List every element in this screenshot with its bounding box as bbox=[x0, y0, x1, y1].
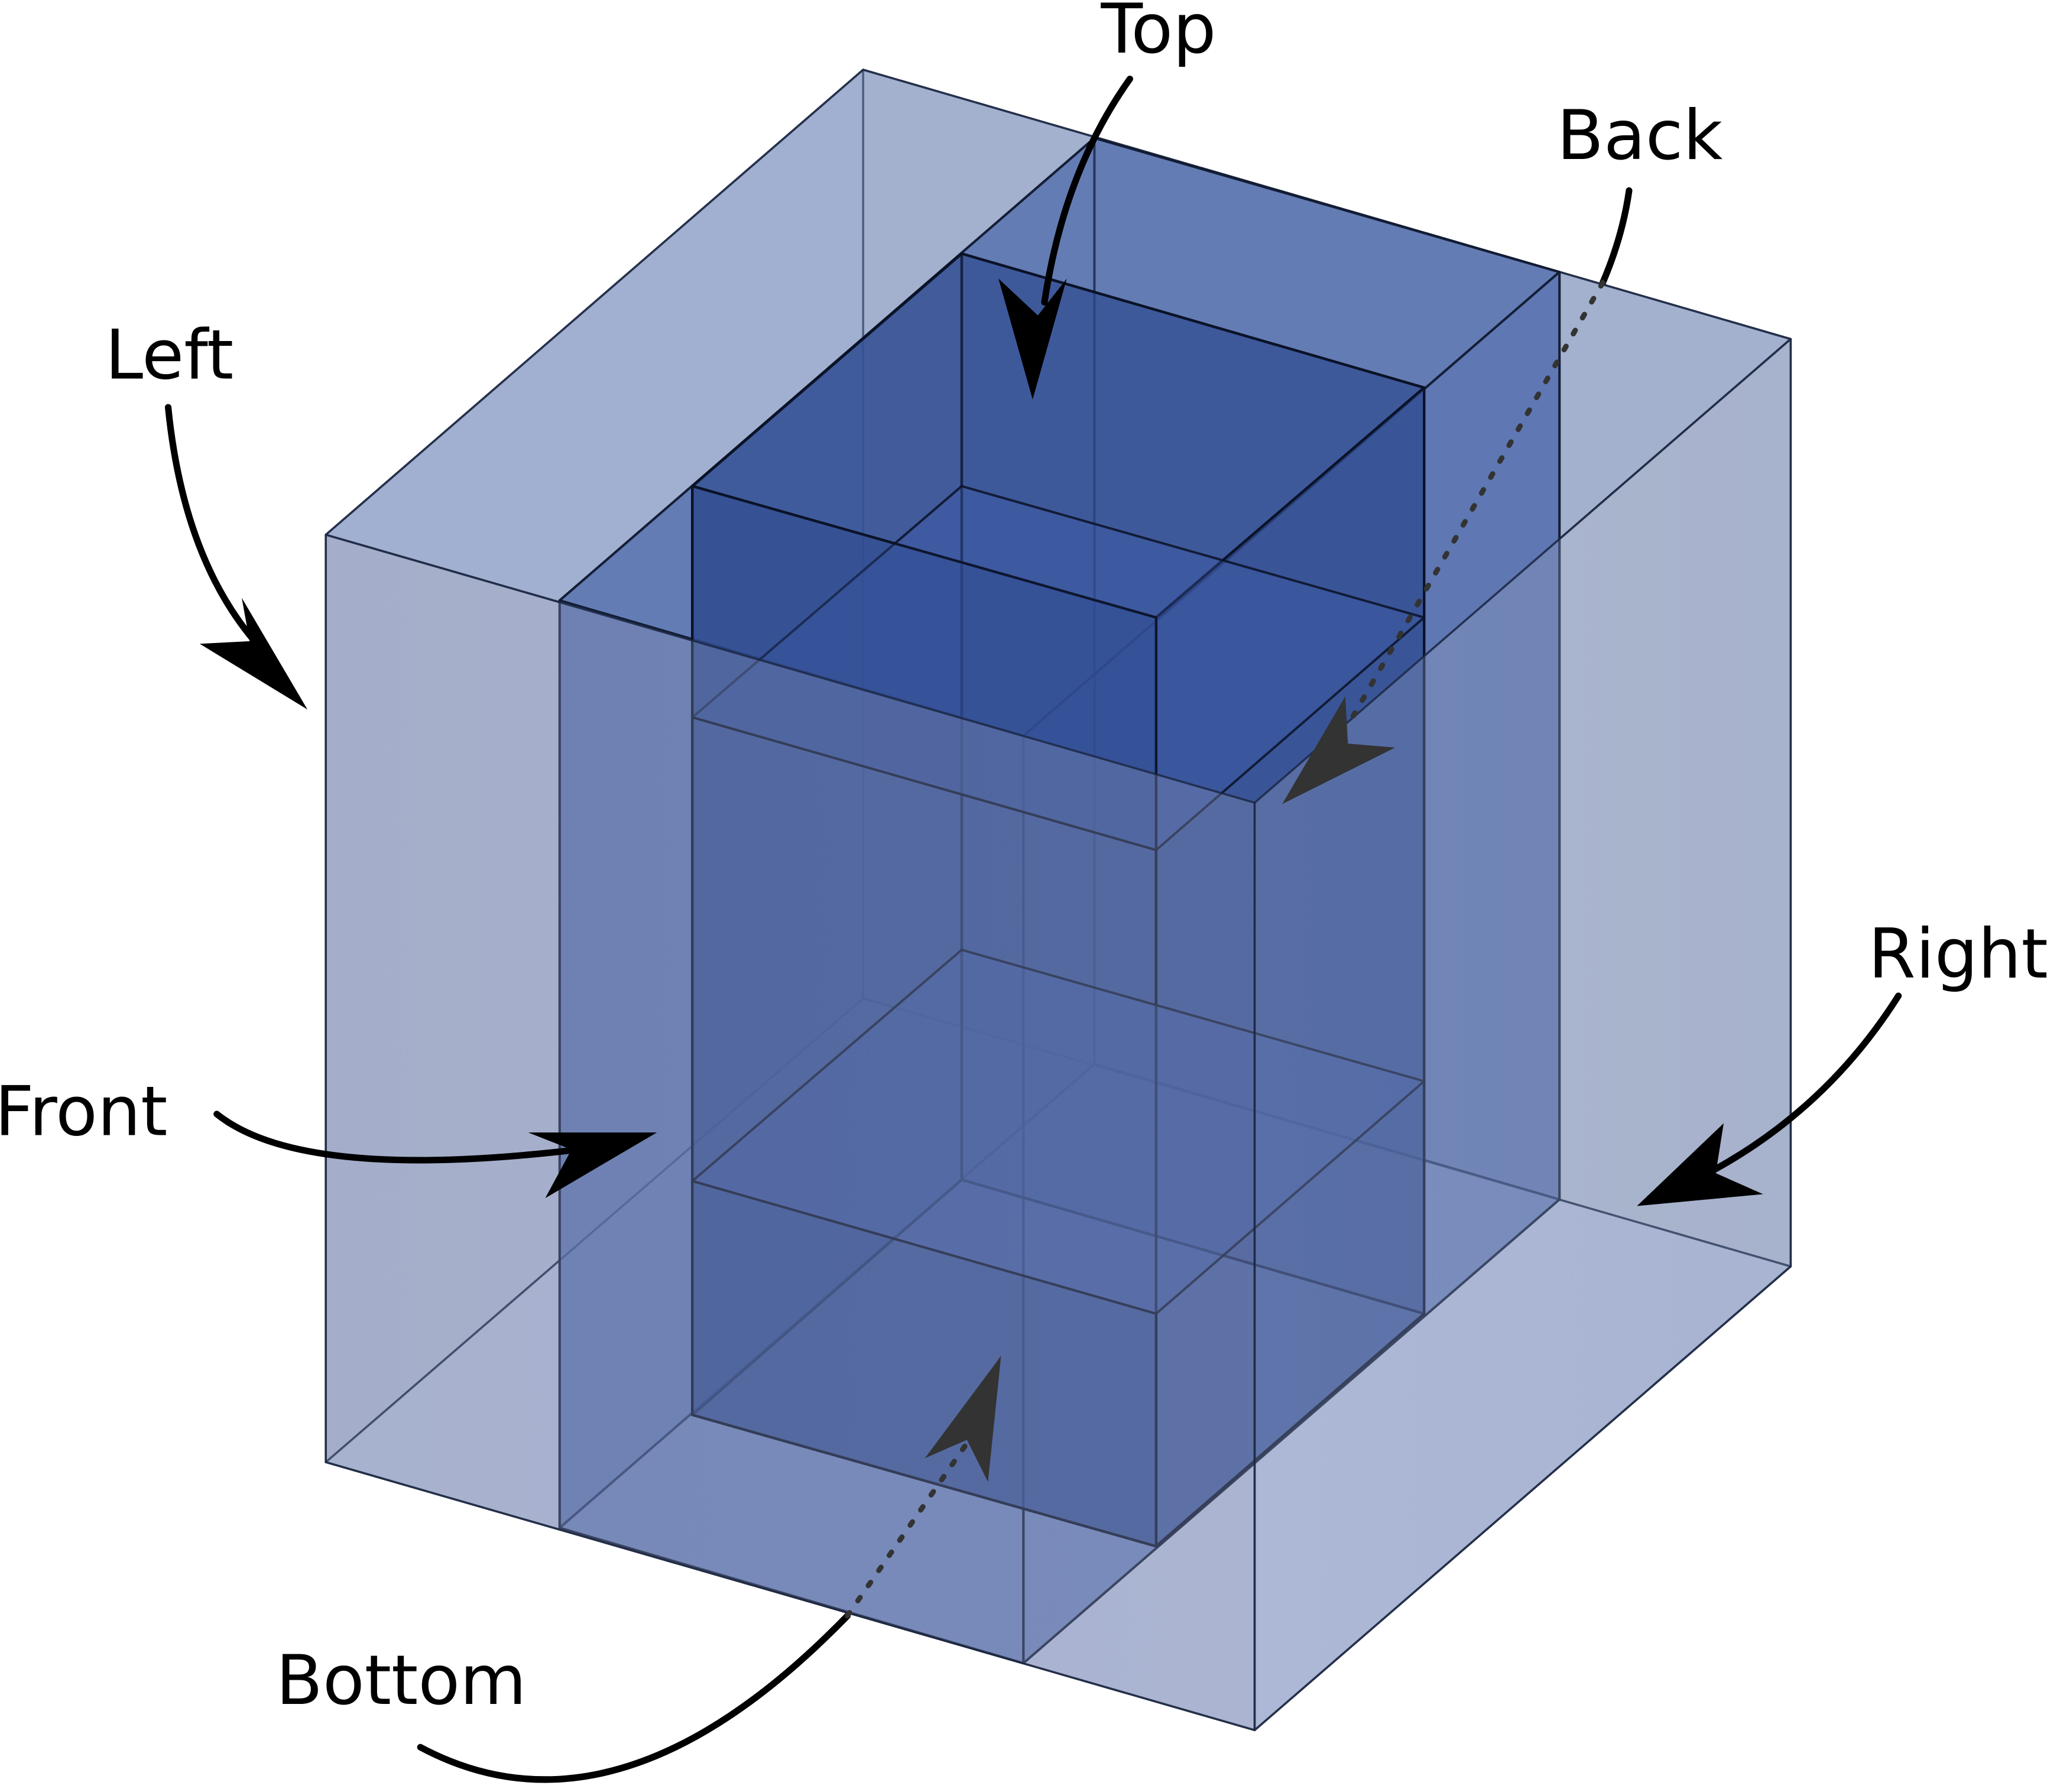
right-arrow-curve bbox=[1704, 992, 1902, 1177]
back-arrowhead bbox=[1282, 696, 1396, 804]
top-arrowhead bbox=[998, 278, 1067, 400]
bottom-arrowhead bbox=[924, 1355, 1001, 1482]
face-labels: Top Back Left Right Front Bottom bbox=[0, 0, 2048, 1720]
outer-cube-front bbox=[325, 337, 1792, 1732]
annotation-arrows bbox=[164, 76, 1902, 1783]
front-arrow-curve bbox=[213, 1111, 582, 1164]
front-arrowhead bbox=[528, 1132, 657, 1199]
label-front: Front bbox=[0, 1073, 167, 1152]
back-arrow-curve bbox=[1599, 187, 1633, 286]
label-right: Right bbox=[1868, 915, 2048, 994]
label-left: Left bbox=[105, 316, 233, 395]
top-arrow-curve bbox=[1041, 76, 1133, 306]
left-arrow-curve bbox=[164, 404, 267, 654]
bottom-arrow-curve bbox=[417, 1612, 851, 1783]
label-bottom: Bottom bbox=[276, 1641, 527, 1720]
right-arrowhead bbox=[1637, 1123, 1763, 1206]
left-arrowhead bbox=[199, 598, 308, 710]
outer-right-face bbox=[1253, 337, 1792, 1732]
label-top: Top bbox=[1101, 0, 1216, 69]
bottom-arrow-hidden-path bbox=[845, 1442, 969, 1619]
label-back: Back bbox=[1557, 96, 1723, 176]
